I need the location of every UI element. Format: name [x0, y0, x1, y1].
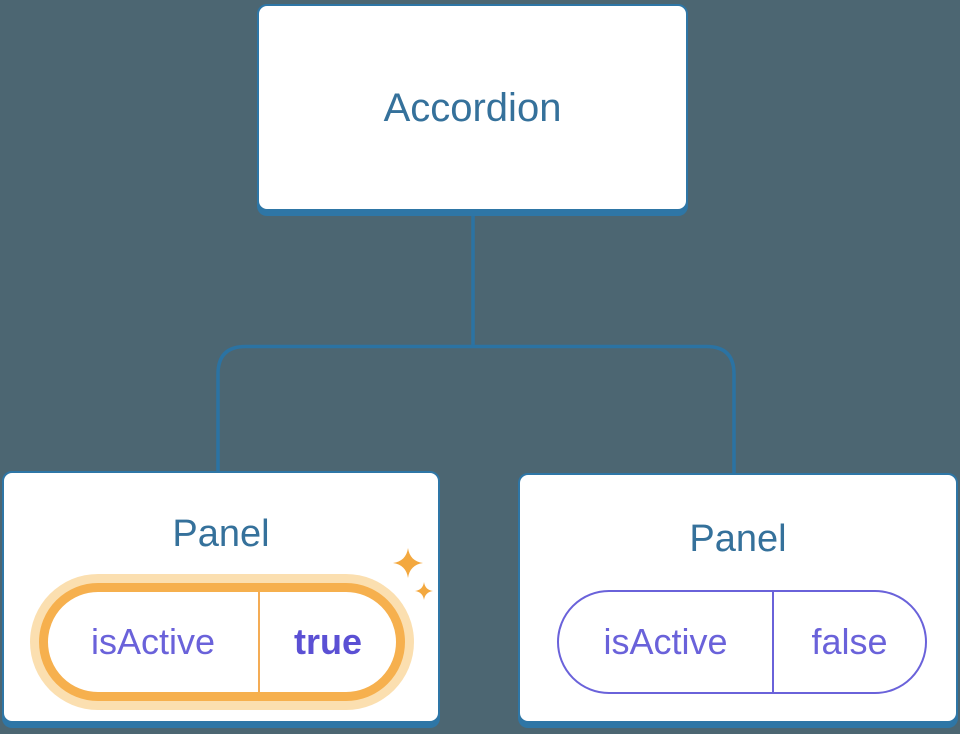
- panel-node-label: Panel: [689, 518, 787, 560]
- connector-branch: [216, 344, 736, 473]
- panel-node-active: Panel isActive true: [2, 471, 440, 723]
- panel-node-inactive: Panel isActive false: [518, 473, 958, 723]
- state-value-label: false: [811, 621, 888, 662]
- state-key-label: isActive: [559, 592, 774, 692]
- sparkle-large: [393, 548, 423, 578]
- panel-node-label: Panel: [172, 513, 270, 555]
- state-pill-inactive: isActive false: [557, 590, 927, 694]
- accordion-node: Accordion: [257, 4, 688, 211]
- sparkle-small: [415, 582, 433, 600]
- state-pill-active: isActive true: [39, 583, 405, 701]
- sparkles-icon: [393, 548, 433, 600]
- state-value-label: true: [293, 621, 362, 662]
- accordion-node-label: Accordion: [383, 85, 562, 130]
- state-key-label: isActive: [48, 592, 260, 692]
